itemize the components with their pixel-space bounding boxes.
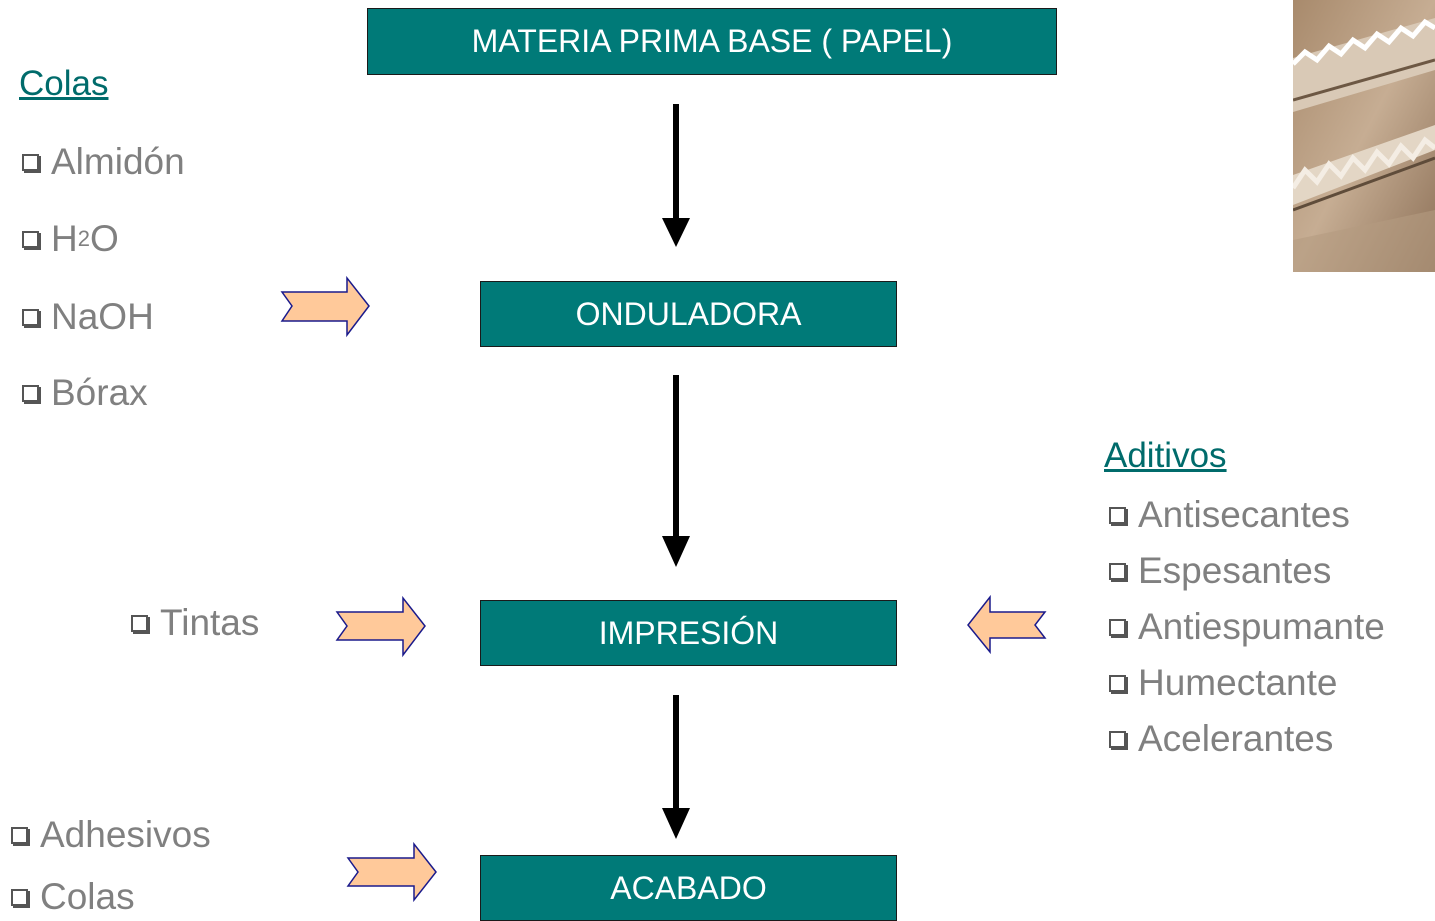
acabado-item-adhesivos: Adhesivos <box>11 814 211 856</box>
node-impresion: IMPRESIÓN <box>480 600 897 666</box>
colas-item-label-subscript: 2 <box>77 226 90 251</box>
notched-arrow-aditivos <box>967 594 1047 655</box>
aditivos-item-label: Antiespumante <box>1138 606 1385 647</box>
checkbox-icon <box>22 153 39 171</box>
tintas-item-label: Tintas <box>160 602 260 643</box>
aditivos-item-acelerantes: Acelerantes <box>1109 718 1333 760</box>
aditivos-item-label: Antisecantes <box>1138 494 1350 535</box>
colas-item-label: Bórax <box>51 372 148 413</box>
colas-item-label-o: O <box>89 218 119 259</box>
node-onduladora: ONDULADORA <box>480 281 897 347</box>
node-impresion-label: IMPRESIÓN <box>598 614 779 651</box>
colas-heading: Colas <box>19 64 109 103</box>
checkbox-icon <box>22 384 39 402</box>
acabado-item-colas: Colas <box>11 876 135 918</box>
acabado-item-label: Adhesivos <box>40 814 211 855</box>
notched-arrow-colas <box>280 275 370 338</box>
checkbox-icon <box>1109 674 1126 692</box>
acabado-item-label: Colas <box>40 876 135 917</box>
checkbox-icon <box>1109 506 1126 524</box>
colas-item-naoh: NaOH <box>22 296 154 338</box>
down-arrow-2 <box>662 375 690 567</box>
aditivos-item-antisecantes: Antisecantes <box>1109 494 1350 536</box>
aditivos-heading: Aditivos <box>1104 436 1227 475</box>
checkbox-icon <box>22 230 39 248</box>
aditivos-item-humectante: Humectante <box>1109 662 1338 704</box>
node-onduladora-label: ONDULADORA <box>575 295 802 332</box>
notched-arrow-acabado <box>346 841 437 903</box>
tintas-item: Tintas <box>131 602 259 644</box>
aditivos-item-label: Acelerantes <box>1138 718 1334 759</box>
cardboard-photo <box>1293 0 1435 272</box>
node-materia-prima: MATERIA PRIMA BASE ( PAPEL) <box>367 8 1057 75</box>
checkbox-icon <box>11 826 28 844</box>
colas-item-label: Almidón <box>51 141 185 182</box>
node-acabado: ACABADO <box>480 855 897 921</box>
colas-item-label: NaOH <box>51 296 154 337</box>
checkbox-icon <box>22 308 39 326</box>
colas-item-almidon: Almidón <box>22 141 185 183</box>
checkbox-icon <box>131 614 148 632</box>
aditivos-item-label: Espesantes <box>1138 550 1332 591</box>
node-materia-prima-label: MATERIA PRIMA BASE ( PAPEL) <box>471 23 953 59</box>
aditivos-item-label: Humectante <box>1138 662 1338 703</box>
checkbox-icon <box>1109 562 1126 580</box>
down-arrow-3 <box>662 695 690 839</box>
checkbox-icon <box>11 888 28 906</box>
aditivos-item-espesantes: Espesantes <box>1109 550 1331 592</box>
checkbox-icon <box>1109 730 1126 748</box>
colas-item-borax: Bórax <box>22 372 148 414</box>
colas-item-label-h: H <box>51 218 78 259</box>
checkbox-icon <box>1109 618 1126 636</box>
notched-arrow-tintas <box>335 595 426 658</box>
down-arrow-1 <box>662 104 690 247</box>
aditivos-item-antiespumante: Antiespumante <box>1109 606 1385 648</box>
node-acabado-label: ACABADO <box>610 869 767 906</box>
